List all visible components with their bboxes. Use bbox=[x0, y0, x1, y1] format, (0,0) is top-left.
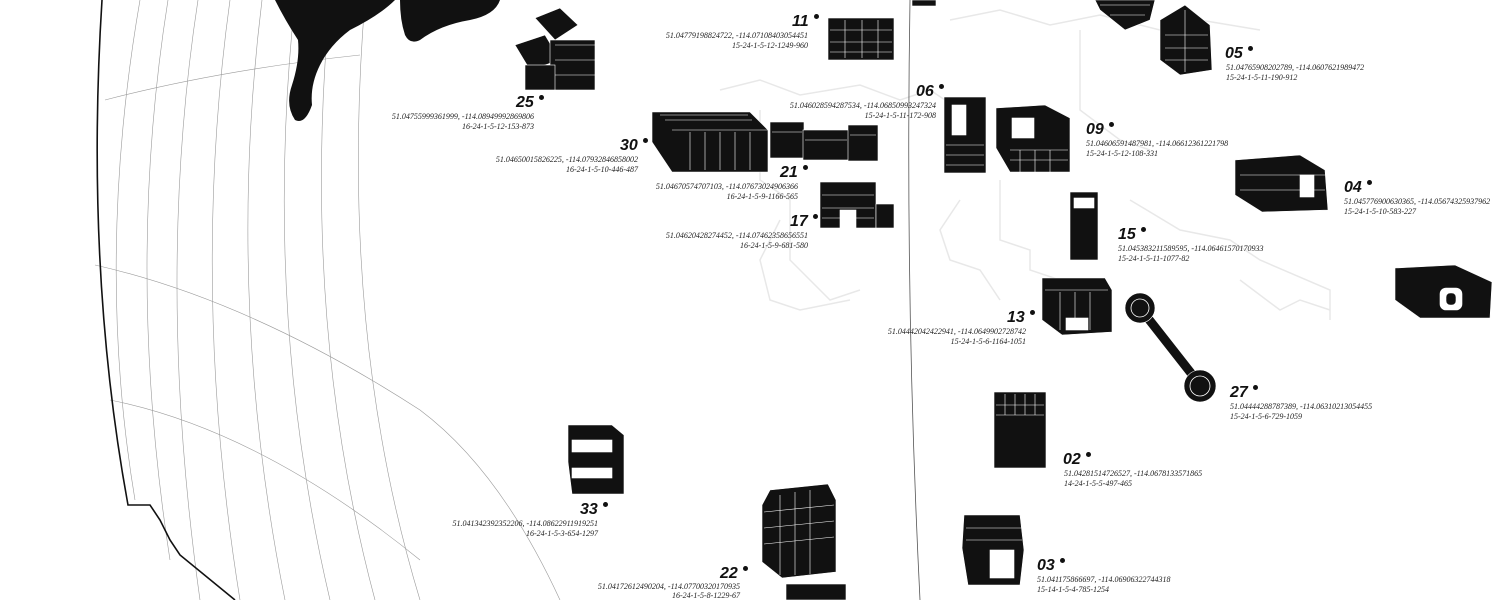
site-number: 30 bbox=[620, 138, 648, 154]
site-code: 15-24-1-5-6-729-1059 bbox=[1230, 412, 1302, 421]
site-coordinates: 51.04281514726527, -114.0678133571865 bbox=[1064, 469, 1203, 478]
building-icon bbox=[1069, 191, 1099, 261]
site-number: 17 bbox=[790, 214, 818, 230]
site-coordinates: 51.04650015826225, -114.07932846858002 bbox=[495, 155, 638, 164]
river-shape bbox=[275, 0, 500, 121]
building-icon bbox=[761, 483, 847, 600]
site-coordinates: 51.04670574707103, -114.07673024906366 bbox=[655, 182, 798, 191]
building-icon bbox=[1041, 277, 1113, 336]
building-icon bbox=[1234, 154, 1329, 213]
site-coordinates: 51.04444288787389, -114.06310213054455 bbox=[1230, 402, 1373, 411]
site-code: 15-24-1-5-11-1077-82 bbox=[1118, 254, 1190, 263]
building-icon bbox=[943, 96, 987, 174]
site-coordinates: 51.041342392352206, -114.08622911919251 bbox=[452, 519, 598, 528]
site-number: 03 bbox=[1037, 558, 1065, 574]
site-code: 16-24-1-5-12-153-873 bbox=[462, 122, 534, 131]
site-coordinates: 51.045383211589595, -114.06461570170933 bbox=[1118, 244, 1264, 253]
site-code: 16-24-1-5-10-446-487 bbox=[566, 165, 638, 174]
site-coordinates: 51.046028594287534, -114.06850993247324 bbox=[789, 101, 936, 110]
site-number: 27 bbox=[1230, 385, 1258, 401]
building-silhouettes bbox=[514, 0, 1493, 600]
site-code: 15-14-1-5-4-785-1254 bbox=[1037, 585, 1109, 594]
building-icon bbox=[1094, 0, 1156, 31]
site-coordinates: 51.04765908202789, -114.0607621989472 bbox=[1226, 63, 1365, 72]
site-coordinates: 51.04620428274452, -114.07462358656551 bbox=[665, 231, 808, 240]
site-code: 16-24-1-5-3-654-1297 bbox=[526, 529, 598, 538]
tower-icon bbox=[1124, 292, 1217, 403]
site-code: 15-24-1-5-6-1164-1051 bbox=[950, 337, 1026, 346]
building-icon bbox=[827, 17, 895, 61]
site-coordinates: 51.04172612490204, -114.07700320170935 bbox=[597, 582, 740, 591]
site-code: 14-24-1-5-5-497-465 bbox=[1064, 479, 1132, 488]
globe-graticule bbox=[94, 0, 921, 600]
site-coordinates: 51.04606591487981, -114.06612361221798 bbox=[1086, 139, 1229, 148]
site-number: 11 bbox=[792, 14, 819, 30]
site-code: 15-24-1-5-10-583-227 bbox=[1344, 207, 1416, 216]
site-number: 04 bbox=[1344, 180, 1372, 196]
building-icon bbox=[911, 0, 937, 7]
globe-edge bbox=[96, 0, 236, 600]
site-number: 05 bbox=[1225, 46, 1253, 62]
building-icon bbox=[995, 104, 1071, 173]
site-number: 33 bbox=[580, 502, 608, 518]
site-code: 16-24-1-5-9-1166-565 bbox=[726, 192, 798, 201]
site-code: 16-24-1-5-9-681-580 bbox=[740, 241, 808, 250]
site-number: 22 bbox=[720, 566, 748, 582]
site-code: 15-24-1-5-12-1249-960 bbox=[732, 41, 808, 50]
site-number: 21 bbox=[780, 165, 808, 181]
site-code: 15-24-1-5-12-108-331 bbox=[1086, 149, 1158, 158]
site-number: 02 bbox=[1063, 452, 1091, 468]
building-icon bbox=[651, 111, 769, 173]
building-icon bbox=[769, 121, 879, 162]
building-icon bbox=[1394, 264, 1493, 319]
site-coordinates: 51.045776900630365, -114.05674325937962 bbox=[1344, 197, 1491, 206]
site-code: 15-24-1-5-11-172-908 bbox=[864, 111, 936, 120]
site-coordinates: 51.041175866697, -114.06906322744318 bbox=[1037, 575, 1171, 584]
site-coordinates: 51.04442042422941, -114.0649902728742 bbox=[887, 327, 1026, 336]
site-number: 13 bbox=[1007, 310, 1035, 326]
site-number: 06 bbox=[916, 84, 944, 100]
building-icon bbox=[514, 7, 596, 91]
site-code: 16-24-1-5-8-1229-67 bbox=[672, 591, 740, 600]
site-number: 15 bbox=[1118, 227, 1146, 243]
building-icon bbox=[1159, 4, 1213, 76]
site-number: 09 bbox=[1086, 122, 1114, 138]
site-coordinates: 51.04755999361999, -114.08949992869806 bbox=[391, 112, 534, 121]
site-number: 25 bbox=[516, 95, 544, 111]
building-icon bbox=[567, 424, 625, 495]
site-coordinates: 51.04779198824722, -114.07108403054451 bbox=[665, 31, 808, 40]
site-code: 15-24-1-5-11-190-912 bbox=[1226, 73, 1298, 82]
building-icon bbox=[961, 514, 1025, 586]
building-icon bbox=[819, 181, 895, 229]
building-icon bbox=[993, 391, 1047, 469]
